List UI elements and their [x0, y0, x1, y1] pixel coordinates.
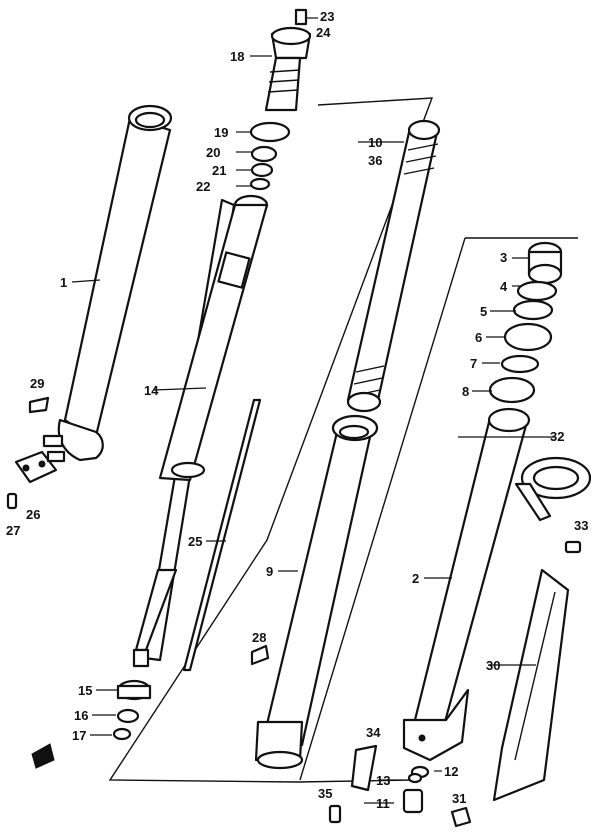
callout-28-left: 28: [252, 630, 266, 645]
callout-35: 35: [318, 786, 332, 801]
callout-9: 9: [266, 564, 273, 579]
callout-33: 33: [574, 518, 588, 533]
rod-25: [182, 398, 262, 672]
outer-tube-right: [402, 407, 531, 762]
callout-26: 26: [26, 507, 40, 522]
callout-27: 27: [6, 523, 20, 538]
callout-11: 11: [376, 796, 390, 811]
callout-23: 23: [320, 9, 334, 24]
seal-stack: [488, 241, 563, 404]
callout-21: 21: [212, 163, 226, 178]
fork-clamp: [514, 456, 592, 522]
axle-clamp: [14, 434, 66, 484]
callout-31: 31: [452, 791, 466, 806]
callout-18: 18: [230, 49, 244, 64]
callout-15: 15: [78, 683, 92, 698]
bolt-27: [6, 492, 18, 510]
callout-36: 36: [368, 153, 382, 168]
outer-tube-left: [57, 104, 173, 462]
callout-24: 24: [316, 25, 331, 40]
callout-labels: 1 2 3 4 5 6 7 8 9 10 36 11 12 13 14 15 1…: [6, 9, 588, 811]
callout-5: 5: [480, 304, 487, 319]
callout-12: 12: [444, 764, 458, 779]
callout-8: 8: [462, 384, 469, 399]
callout-29: 29: [30, 376, 44, 391]
callout-4: 4: [500, 279, 508, 294]
fork-guard: [492, 568, 570, 802]
callout-32: 32: [550, 429, 564, 444]
bottom-hardware: [31, 644, 472, 828]
clip-29: [28, 396, 50, 414]
callout-22: 22: [196, 179, 210, 194]
callout-30: 30: [486, 658, 500, 673]
callout-3: 3: [500, 250, 507, 265]
callout-19: 19: [214, 125, 228, 140]
damper-rod: [132, 194, 269, 668]
callout-2: 2: [412, 571, 419, 586]
callout-25: 25: [188, 534, 202, 549]
leader-lines: [71, 17, 556, 804]
callout-6: 6: [475, 330, 482, 345]
bolt-33: [564, 540, 582, 554]
inner-tube-center: [254, 414, 379, 770]
top-cap-assembly: [249, 8, 312, 191]
lower-rings: [112, 679, 152, 741]
callout-1: 1: [60, 275, 67, 290]
callout-13: 13: [376, 773, 390, 788]
callout-34: 34: [366, 725, 381, 740]
fork-spring: [346, 119, 441, 413]
callout-20: 20: [206, 145, 220, 160]
callout-14: 14: [144, 383, 159, 398]
callout-17: 17: [72, 728, 86, 743]
callout-7: 7: [470, 356, 477, 371]
callout-10: 10: [368, 135, 382, 150]
callout-16: 16: [74, 708, 88, 723]
